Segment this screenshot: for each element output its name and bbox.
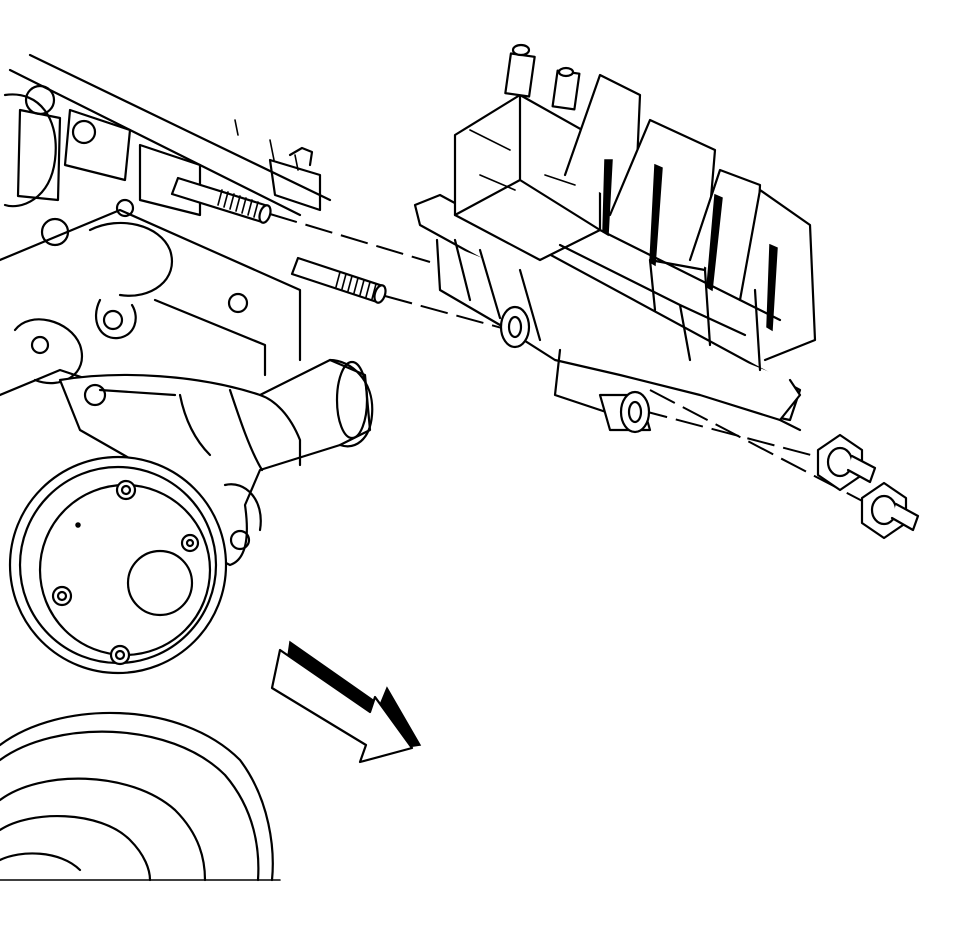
bracket-boss — [598, 390, 652, 434]
hex-nut-lower — [860, 481, 920, 540]
coil-terminal — [551, 66, 581, 111]
idler-pulley — [0, 711, 281, 882]
hex-nut-upper — [816, 433, 877, 492]
pulley-bolt — [180, 533, 200, 553]
coil-bracket-assembly — [413, 43, 817, 434]
direction-arrow — [270, 640, 422, 764]
upper-stud — [170, 176, 272, 224]
bracket-boss — [499, 305, 531, 349]
pulley — [8, 455, 228, 675]
lower-stud — [290, 256, 387, 304]
water-pump-housing — [58, 358, 374, 567]
pulley-bolt — [109, 644, 131, 666]
coil-terminal — [504, 43, 536, 98]
pulley-bolt — [115, 479, 137, 501]
pulley-bolt — [51, 585, 73, 607]
engine-block — [0, 53, 332, 397]
